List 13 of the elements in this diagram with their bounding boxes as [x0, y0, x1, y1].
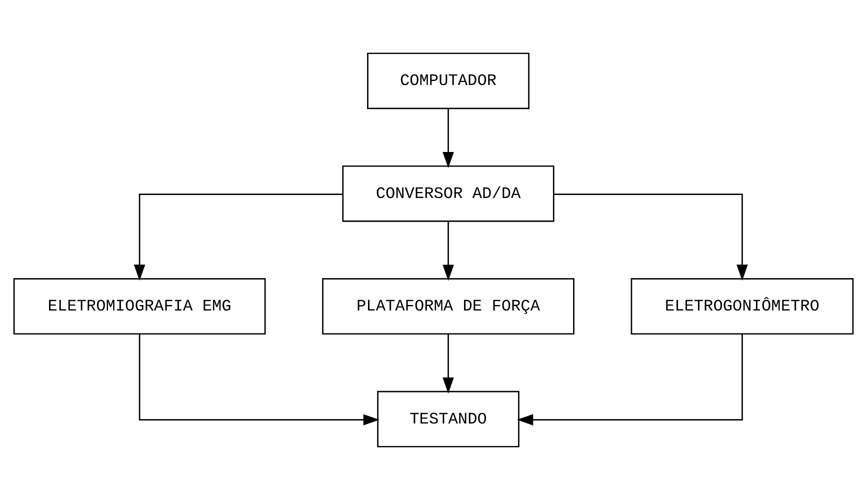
node-box: ELETROMIOGRAFIA EMG — [13, 278, 266, 335]
node-box: TESTANDO — [377, 390, 520, 448]
arrow — [442, 108, 454, 168]
node-box: ELETROGONIÔMETRO — [630, 278, 854, 335]
node-box: PLATAFORMA DE FORÇA — [322, 278, 574, 335]
arrow — [442, 334, 454, 394]
arrow — [442, 222, 454, 281]
arrow — [134, 194, 343, 281]
node-box: CONVERSOR AD/DA — [342, 165, 554, 222]
arrow — [138, 334, 380, 426]
node-box: COMPUTADOR — [367, 52, 530, 110]
arrow — [554, 194, 748, 281]
arrow — [517, 334, 743, 426]
